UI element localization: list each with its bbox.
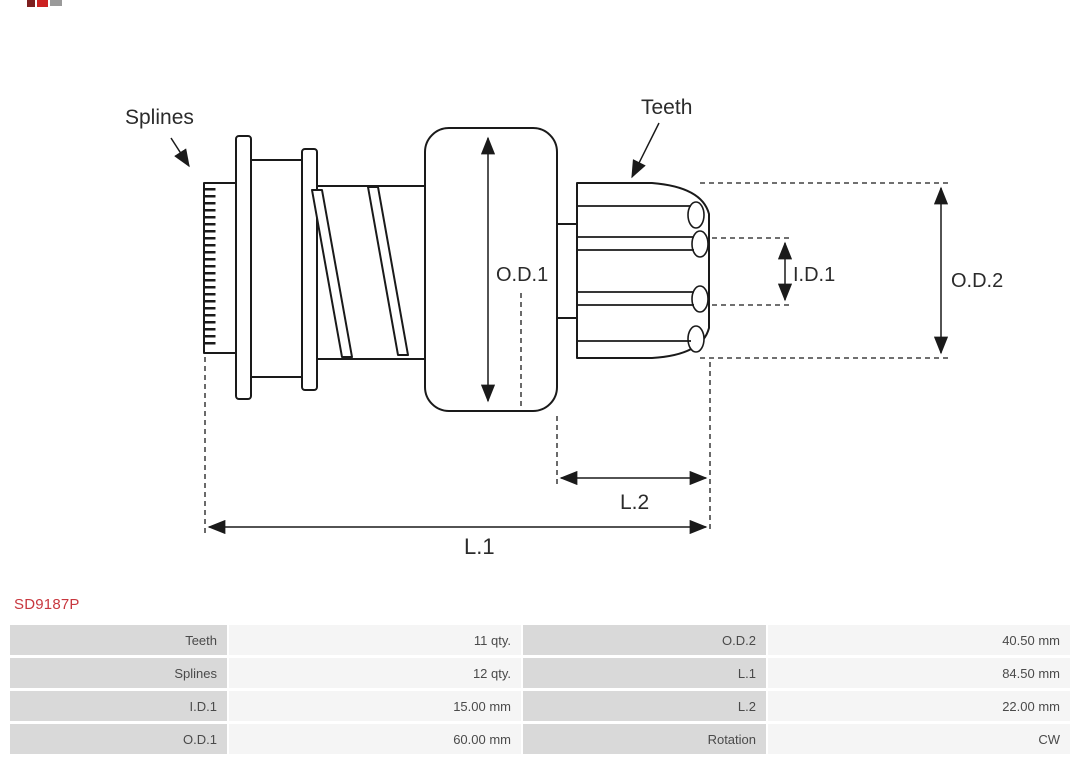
spec-label: L.2 <box>523 691 766 721</box>
spec-row: I.D.1 15.00 mm L.2 22.00 mm <box>10 691 1070 721</box>
spec-value: 84.50 mm <box>768 658 1070 688</box>
spec-table: Teeth 11 qty. O.D.2 40.50 mm Splines 12 … <box>8 622 1072 757</box>
gear-tooth-tips <box>687 201 709 353</box>
spec-label: O.D.2 <box>523 625 766 655</box>
splines-label: Splines <box>125 106 194 129</box>
spec-value: CW <box>768 724 1070 754</box>
spec-row: Teeth 11 qty. O.D.2 40.50 mm <box>10 625 1070 655</box>
brand-logo-fragment <box>27 0 62 7</box>
spec-value: 22.00 mm <box>768 691 1070 721</box>
dimension-arrows <box>170 122 949 535</box>
clutch-hub <box>250 159 303 378</box>
spec-label: O.D.1 <box>10 724 227 754</box>
spring-coil-bar <box>311 189 353 358</box>
spec-value: 40.50 mm <box>768 625 1070 655</box>
part-number: SD9187P <box>14 596 80 613</box>
teeth-pointer-arrow <box>631 122 660 179</box>
spring-coil-bar <box>367 186 409 356</box>
construction-lines <box>204 182 948 533</box>
starter-drive-diagram: Splines Teeth O.D.1 I.D.1 O.D.2 L.2 L.1 <box>27 0 1003 559</box>
spec-value: 11 qty. <box>229 625 521 655</box>
technical-drawing: Splines Teeth O.D.1 I.D.1 O.D.2 L.2 L.1 <box>27 0 1003 559</box>
spec-label: I.D.1 <box>10 691 227 721</box>
od1-label: O.D.1 <box>496 264 548 286</box>
l2-label: L.2 <box>620 491 649 514</box>
splines-pointer-arrow <box>170 137 190 168</box>
spec-value: 60.00 mm <box>229 724 521 754</box>
teeth-label: Teeth <box>641 96 692 119</box>
spec-row: O.D.1 60.00 mm Rotation CW <box>10 724 1070 754</box>
pinion-gear <box>576 182 710 359</box>
splined-sleeve <box>203 182 237 354</box>
gear-tooth-lines <box>577 205 694 342</box>
spec-label: Teeth <box>10 625 227 655</box>
spec-value: 15.00 mm <box>229 691 521 721</box>
spec-row: Splines 12 qty. L.1 84.50 mm <box>10 658 1070 688</box>
spec-label: Splines <box>10 658 227 688</box>
flange-disc-rear <box>301 148 318 391</box>
neck <box>556 223 578 319</box>
spec-label: L.1 <box>523 658 766 688</box>
spec-value: 12 qty. <box>229 658 521 688</box>
id1-label: I.D.1 <box>793 264 835 286</box>
od2-label: O.D.2 <box>951 270 1003 292</box>
spec-label: Rotation <box>523 724 766 754</box>
flange-disc-front <box>235 135 252 400</box>
l1-label: L.1 <box>464 534 495 559</box>
